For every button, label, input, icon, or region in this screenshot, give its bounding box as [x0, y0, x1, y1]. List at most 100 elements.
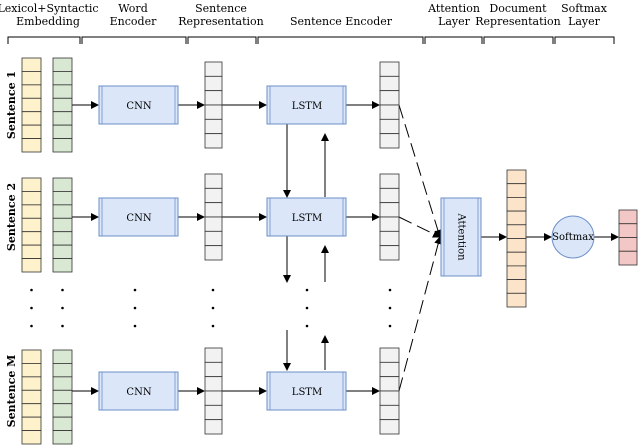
row-2-cnn-label: CNN — [126, 213, 151, 224]
row-3-syntactic-embedding — [52, 349, 73, 445]
row-1-syntactic-embedding — [52, 57, 73, 153]
row-2-sentence-representation-cell — [204, 230, 223, 247]
row-1-encoder-representation-cell — [379, 75, 400, 92]
header-brace-document_representation — [483, 36, 554, 44]
row-2-syntactic-embedding-cell — [52, 244, 73, 259]
row-1-cnn-box — [98, 85, 179, 125]
row-3-lexical-embedding-cell — [21, 389, 42, 405]
row-3-lexical-embedding-cell — [21, 363, 42, 378]
header-embedding-line-2: Embedding — [16, 15, 80, 28]
row-2-syntactic-embedding-cell — [52, 231, 73, 246]
row-3-syntactic-embedding-cell — [52, 349, 73, 364]
row-3-sentence-label: Sentence M — [5, 355, 18, 428]
header-brace-sentence_representation — [187, 36, 257, 44]
row-1-lexical-embedding-cell — [21, 57, 42, 72]
header-document_representation-line-2: Representation — [475, 15, 560, 28]
row-1-lexical-embedding-cell — [21, 97, 42, 113]
row-2-cnn-box — [98, 197, 179, 237]
row-2-lstm-box-body — [266, 197, 347, 237]
ellipsis-dot-1-2 — [61, 324, 64, 328]
row-1-encoder-representation — [379, 61, 400, 149]
row-3-syntactic-embedding-cell — [52, 430, 73, 445]
row-2-lexical-embedding-cell — [21, 204, 42, 219]
row-1-lexical-embedding-cell — [21, 84, 42, 99]
row-2-lexical-embedding-cell — [21, 217, 42, 233]
row-1-syntactic-embedding-cell — [52, 97, 73, 113]
row-1-sentence-representation-cell — [204, 104, 223, 120]
row-3-lstm-label: LSTM — [292, 387, 322, 398]
ellipsis-dot-3-1 — [211, 306, 215, 310]
attention-label: Attention — [456, 212, 467, 261]
row-3-sentence-representation-cell — [204, 390, 223, 406]
row-3-sentence-representation-cell — [204, 404, 223, 421]
row-2-sentence-representation-cell — [204, 173, 223, 189]
row-2-lexical-embedding-cell — [21, 258, 42, 273]
row-2-syntactic-embedding-cell — [52, 177, 73, 192]
row-1-sentence-representation-cell — [204, 90, 223, 106]
row-2-encoder-representation-cell — [379, 173, 400, 189]
row-1-syntactic-embedding-cell — [52, 84, 73, 99]
document-representation-cell — [506, 183, 527, 198]
attention-box-body — [440, 197, 482, 277]
header-sentence_encoder-line-1: Sentence Encoder — [290, 15, 393, 28]
row-3-encoder-representation-cell — [379, 419, 400, 435]
header-document_representation-line-1: Document — [489, 2, 547, 15]
row-2-encoder-representation-cell — [379, 202, 400, 218]
row-3-cnn-box-body — [98, 371, 179, 411]
row-2-sentence-representation-cell — [204, 216, 223, 232]
document-representation-cell — [506, 292, 527, 308]
ellipsis-dot-1-1 — [61, 306, 64, 310]
row-2-sentence-representation-cell — [204, 187, 223, 204]
ellipsis-dot-2-1 — [133, 306, 137, 310]
ellipsis-dot-2-2 — [133, 324, 137, 328]
softmax-circle — [551, 215, 595, 259]
document-representation-cell — [506, 279, 527, 294]
row-3-syntactic-embedding-cell — [52, 376, 73, 391]
row-2-encoder-representation-cell — [379, 230, 400, 247]
ellipsis-dot-3-0 — [211, 288, 215, 292]
row-1-cnn-box-body — [98, 85, 179, 125]
row-2-sentence-representation-cell — [204, 245, 223, 261]
row-1-lexical-embedding-cell — [21, 138, 42, 153]
row-1-lexical-embedding-cell — [21, 71, 42, 86]
row-2-sentence-label: Sentence 2 — [5, 183, 18, 251]
header-word_encoder-line-1: Word — [118, 2, 147, 15]
document-representation-cell — [506, 265, 527, 280]
row-2-syntactic-embedding-cell — [52, 204, 73, 219]
row-1-sentence-label: Sentence 1 — [5, 71, 18, 139]
row-1-encoder-representation-cell — [379, 133, 400, 149]
row-3-lexical-embedding-cell — [21, 416, 42, 431]
row-1-sentence-representation-cell — [204, 61, 223, 77]
header-attention_layer-line-1: Attention — [427, 2, 480, 15]
row-1-encoder-representation-cell — [379, 61, 400, 77]
row-1-syntactic-embedding-cell — [52, 124, 73, 139]
row-3-encoder-representation-cell — [379, 376, 400, 392]
row-1-cnn-label: CNN — [126, 101, 151, 112]
header-brace-sentence_encoder — [257, 36, 424, 44]
row-3-lexical-embedding-cell — [21, 430, 42, 445]
row-1-syntactic-embedding-cell — [52, 71, 73, 86]
ellipsis-dot-4-0 — [305, 288, 309, 292]
document-representation-cell — [506, 251, 527, 267]
document-representation-cell — [506, 224, 527, 239]
header-softmax_layer-line-2: Layer — [568, 15, 601, 28]
header-softmax_layer-line-1: Softmax — [561, 2, 608, 15]
ellipsis-dot-2-0 — [133, 288, 137, 292]
row-3-sentence-representation-cell — [204, 419, 223, 435]
ellipsis-dot-1-0 — [61, 288, 64, 292]
row-1-syntactic-embedding-cell — [52, 138, 73, 153]
row-1-sentence-representation-cell — [204, 133, 223, 149]
shapes-layer — [21, 57, 638, 445]
ellipsis-dot-3-2 — [211, 324, 215, 328]
row-3-syntactic-embedding-cell — [52, 416, 73, 431]
output-vector-cell — [618, 209, 638, 225]
output-vector-cell — [618, 250, 638, 266]
row-2-encoder-representation-cell — [379, 216, 400, 232]
row-1-lstm-label: LSTM — [292, 101, 322, 112]
row-2-lstm-box — [266, 197, 347, 237]
row-2-lexical-embedding — [21, 177, 42, 273]
row-3-encoder-representation — [379, 347, 400, 435]
softmax-label: Softmax — [552, 232, 594, 243]
row-2-sentence-representation-cell — [204, 202, 223, 218]
